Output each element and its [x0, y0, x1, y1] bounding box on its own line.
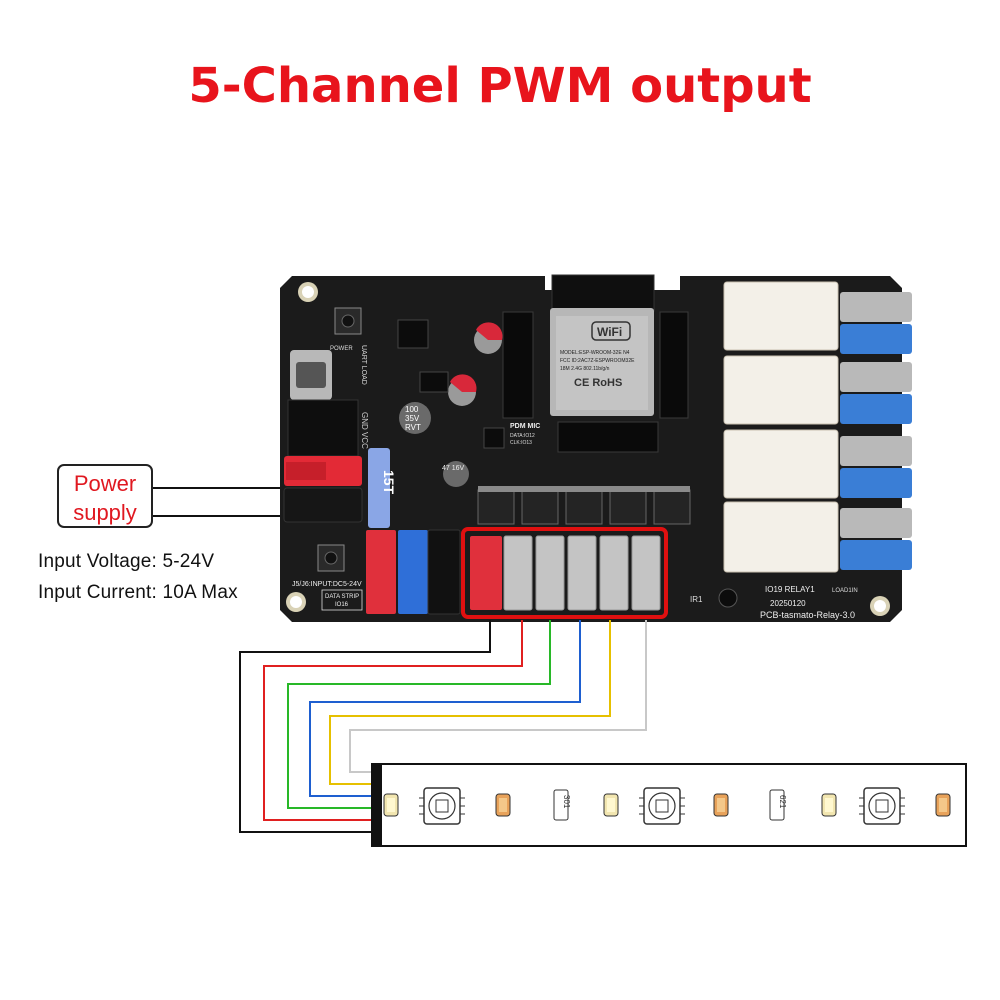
pdm-label: PDM MIC	[510, 423, 540, 430]
capacitor	[399, 402, 431, 434]
resistor-value: 621	[778, 795, 787, 809]
antenna-area	[551, 274, 655, 312]
pin-header	[659, 311, 689, 419]
power-button-label: POWER	[330, 346, 353, 352]
fuse	[368, 448, 390, 528]
pwm-output-terminal	[535, 535, 565, 611]
led-warm	[383, 793, 399, 817]
input-connector-black	[427, 529, 461, 615]
input-current-spec: Input Current: 10A Max	[38, 582, 238, 603]
relay-label: IO19 RELAY1	[765, 585, 815, 594]
power-supply-box: Power supply	[57, 464, 153, 528]
pdm-data-label: DATA:IO12	[510, 433, 535, 439]
pin-header	[502, 311, 534, 419]
dc-jack	[287, 399, 359, 457]
resistor: 301	[553, 789, 571, 821]
pwm-output-terminal	[503, 535, 533, 611]
pdm-mic	[483, 427, 505, 449]
input-connector-red	[366, 530, 396, 614]
ir-label: IR1	[690, 595, 703, 604]
rgb-led	[639, 787, 685, 825]
pwm-output-terminal	[567, 535, 597, 611]
wire-black	[239, 620, 491, 833]
wire-blue	[309, 620, 581, 797]
pwm-output-terminal-power	[470, 536, 502, 610]
pcb-version-label: PCB-tasmato-Relay-3.0	[760, 610, 855, 620]
power-input-label: J5/J6:INPUT:DC5-24V	[292, 581, 362, 588]
ic-chip	[397, 319, 429, 349]
pdm-clk-label: CLK:IO13	[510, 440, 532, 446]
resistor-value: 301	[562, 795, 571, 809]
data-strip-label: DATA STRIP	[325, 594, 359, 600]
power-supply-label-line2: supply	[73, 500, 137, 525]
led-amber	[495, 793, 511, 817]
led-warm	[821, 793, 837, 817]
rgb-led	[859, 787, 905, 825]
mosfet-row	[477, 486, 691, 525]
pwm-wires	[239, 620, 647, 833]
rgb-led	[419, 787, 465, 825]
wire-green	[287, 620, 551, 809]
uart-label: UART LOAD	[360, 345, 367, 385]
led-strip: 301 621	[371, 763, 967, 847]
power-supply-label-line1: Power	[73, 471, 137, 496]
load-label: LOAD1IN	[832, 588, 858, 594]
capacitor-label: RVT	[405, 423, 421, 432]
fuse-label: 15T	[381, 470, 397, 495]
module-model: MODEL:ESP-WROOM-32E N4	[560, 350, 630, 356]
capacitor-label-2: 47 16V	[442, 465, 465, 472]
input-voltage-spec: Input Voltage: 5-24V	[38, 551, 215, 572]
data-strip-io: IO16	[335, 602, 349, 608]
module-band: 18M 2.4G 802.11b/g/n	[560, 366, 610, 372]
capacitor-label: 100	[405, 405, 419, 414]
module-cert: CE RoHS	[574, 377, 622, 389]
gnd-vcc-label: GND VCC	[360, 412, 369, 449]
module-brand: WiFi	[597, 325, 622, 339]
pin-header	[557, 421, 659, 453]
page-title: 5-Channel PWM output	[188, 58, 812, 114]
capacitor	[443, 461, 469, 487]
wire-white	[349, 620, 647, 773]
pwm-output-terminal	[599, 535, 629, 611]
module-fcc: FCC ID:2AC7Z-ESPWROOM32E	[560, 358, 635, 364]
led-amber	[935, 793, 951, 817]
date-label: 20250120	[770, 599, 806, 608]
capacitor-label: 35V	[405, 414, 420, 423]
pcb-board: POWER 15T 100 35V RVT	[280, 274, 912, 622]
input-connector-blue	[398, 530, 428, 614]
wire-red	[263, 620, 523, 821]
pwm-output-highlight	[461, 527, 668, 619]
ir-receiver	[718, 588, 738, 608]
led-warm	[603, 793, 619, 817]
led-amber	[713, 793, 729, 817]
wire-yellow	[329, 620, 611, 785]
relay-bank	[723, 281, 912, 573]
ic-chip	[419, 371, 449, 393]
resistor: 621	[769, 789, 787, 821]
pwm-output-terminal	[631, 535, 661, 611]
power-supply-wires	[153, 487, 290, 517]
power-connector-black	[283, 487, 363, 523]
